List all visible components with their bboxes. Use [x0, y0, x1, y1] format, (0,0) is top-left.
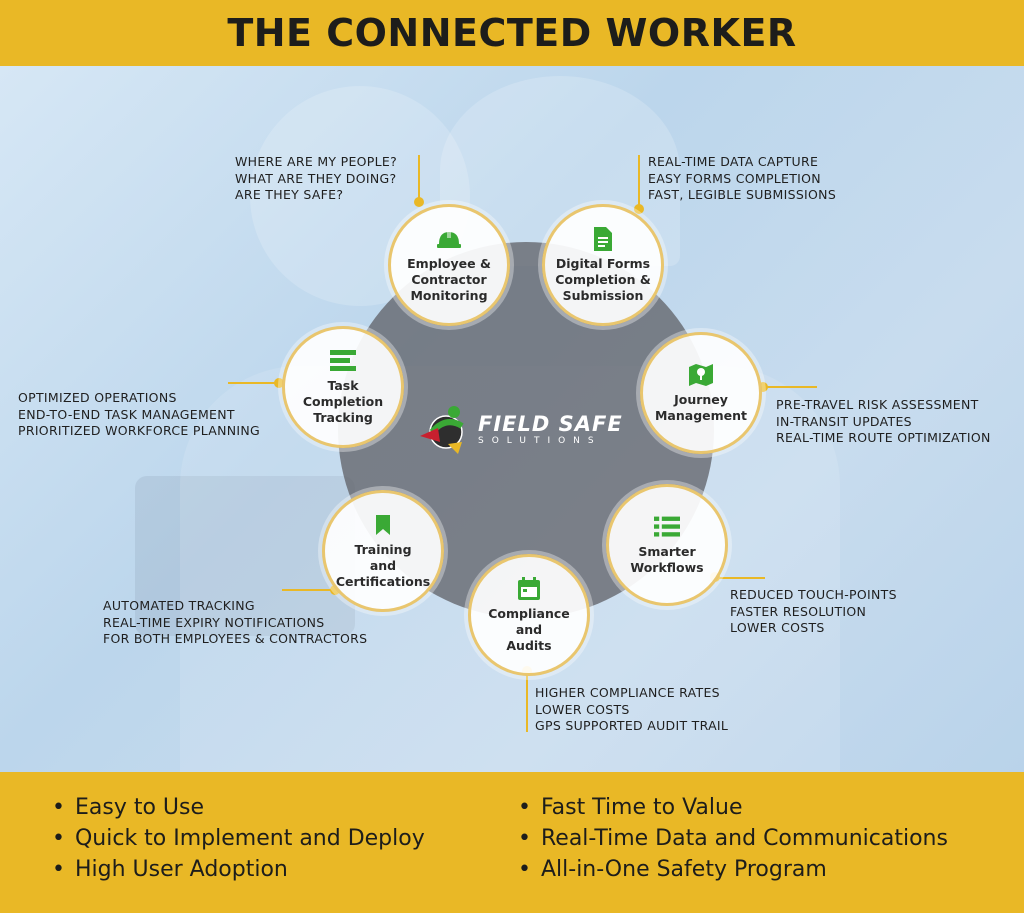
logo-name: FIELD SAFE	[478, 412, 623, 436]
background-laptop	[135, 476, 355, 636]
task-list-icon	[330, 348, 356, 374]
note-line: FAST, LEGIBLE SUBMISSIONS	[648, 187, 837, 202]
note-line: LOWER COSTS	[730, 620, 825, 635]
benefit-item: Fast Time to Value	[518, 792, 948, 823]
note-training-certifications: AUTOMATED TRACKING REAL-TIME EXPIRY NOTI…	[103, 598, 367, 648]
document-icon	[590, 226, 616, 252]
connector-line	[526, 672, 528, 732]
node-label: Task Completion Tracking	[302, 378, 384, 425]
connector-dot	[414, 197, 424, 207]
benefits-list-right: Fast Time to Value Real-Time Data and Co…	[518, 792, 948, 885]
list-icon	[654, 514, 680, 540]
connector-dot	[274, 378, 284, 388]
node-employee-monitoring: Employee & Contractor Monitoring	[388, 204, 510, 326]
note-line: EASY FORMS COMPLETION	[648, 170, 821, 186]
note-line: IN-TRANSIT UPDATES	[776, 413, 912, 429]
benefit-item: Easy to Use	[52, 792, 425, 823]
note-line: FOR BOTH EMPLOYEES & CONTRACTORS	[103, 631, 368, 646]
benefits-banner: Easy to Use Quick to Implement and Deplo…	[0, 772, 1024, 913]
connector-dot	[330, 585, 340, 595]
page-title: THE CONNECTED WORKER	[227, 11, 797, 55]
hard-hat-icon	[436, 226, 462, 252]
bookmark-icon	[370, 512, 396, 538]
logo-mark-icon	[418, 402, 470, 458]
note-line: HIGHER COMPLIANCE RATES	[535, 685, 720, 700]
benefits-list-left: Easy to Use Quick to Implement and Deplo…	[52, 792, 425, 885]
benefit-item: Quick to Implement and Deploy	[52, 823, 425, 854]
connector-line	[715, 577, 765, 579]
benefit-item: High User Adoption	[52, 854, 425, 885]
node-label: Employee & Contractor Monitoring	[407, 256, 491, 303]
note-line: ARE THEY SAFE?	[235, 187, 344, 202]
note-line: LOWER COSTS	[535, 701, 630, 717]
note-line: REAL-TIME EXPIRY NOTIFICATIONS	[103, 614, 325, 630]
note-line: PRIORITIZED WORKFORCE PLANNING	[18, 423, 261, 438]
note-compliance-audits: HIGHER COMPLIANCE RATES LOWER COSTS GPS …	[535, 685, 728, 735]
note-line: END-TO-END TASK MANAGEMENT	[18, 406, 235, 422]
node-label: Smarter Workflows	[630, 544, 704, 575]
connector-line	[765, 386, 817, 388]
connector-line	[418, 155, 420, 203]
note-journey-management: PRE-TRAVEL RISK ASSESSMENT IN-TRANSIT UP…	[776, 397, 991, 447]
connector-line	[228, 382, 280, 384]
note-smarter-workflows: REDUCED TOUCH-POINTS FASTER RESOLUTION L…	[730, 587, 897, 637]
benefit-item: All-in-One Safety Program	[518, 854, 948, 885]
field-safe-logo: FIELD SAFE SOLUTIONS	[418, 400, 638, 460]
node-training-certifications: Training and Certifications	[322, 490, 444, 612]
note-employee-monitoring: WHERE ARE MY PEOPLE? WHAT ARE THEY DOING…	[235, 154, 397, 204]
node-task-tracking: Task Completion Tracking	[282, 326, 404, 448]
note-line: REDUCED TOUCH-POINTS	[730, 587, 897, 602]
connector-line	[282, 589, 334, 591]
map-icon	[688, 362, 714, 388]
connector-dot	[634, 204, 644, 214]
node-smarter-workflows: Smarter Workflows	[606, 484, 728, 606]
note-line: OPTIMIZED OPERATIONS	[18, 390, 177, 405]
node-label: Journey Management	[654, 392, 747, 423]
note-line: WHAT ARE THEY DOING?	[235, 170, 397, 186]
calendar-icon	[516, 576, 542, 602]
note-line: PRE-TRAVEL RISK ASSESSMENT	[776, 397, 979, 412]
node-journey-management: Journey Management	[640, 332, 762, 454]
note-line: REAL-TIME ROUTE OPTIMIZATION	[776, 430, 991, 445]
note-line: FASTER RESOLUTION	[730, 603, 867, 619]
node-digital-forms: Digital Forms Completion & Submission	[542, 204, 664, 326]
note-line: REAL-TIME DATA CAPTURE	[648, 154, 819, 169]
benefit-item: Real-Time Data and Communications	[518, 823, 948, 854]
note-line: GPS SUPPORTED AUDIT TRAIL	[535, 718, 729, 733]
note-digital-forms: REAL-TIME DATA CAPTURE EASY FORMS COMPLE…	[648, 154, 836, 204]
node-label: Training and Certifications	[335, 542, 431, 589]
node-compliance-audits: Compliance and Audits	[468, 554, 590, 676]
note-line: WHERE ARE MY PEOPLE?	[235, 154, 398, 169]
note-line: AUTOMATED TRACKING	[103, 598, 255, 613]
node-label: Compliance and Audits	[488, 606, 570, 653]
connector-line	[638, 155, 640, 209]
connector-dot	[758, 382, 768, 392]
logo-subtitle: SOLUTIONS	[478, 436, 602, 446]
node-label: Digital Forms Completion & Submission	[555, 256, 651, 303]
title-banner: THE CONNECTED WORKER	[0, 0, 1024, 66]
note-task-tracking: OPTIMIZED OPERATIONS END-TO-END TASK MAN…	[18, 390, 260, 440]
